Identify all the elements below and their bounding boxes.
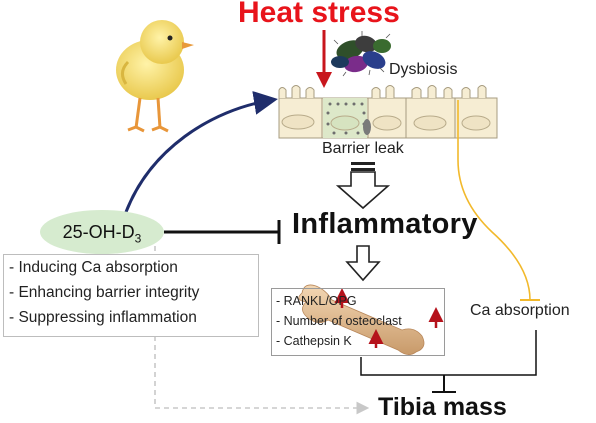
ca-absorption-label: Ca absorption [470, 302, 570, 319]
vitamin-d-prefix: 25-OH-D [62, 222, 135, 242]
inflammatory-to-bone-arrow [345, 245, 381, 282]
heat-stress-label: Heat stress [238, 0, 400, 29]
heat-stress-arrowhead [316, 72, 332, 88]
vitd-to-barrier-arrow [124, 91, 278, 213]
vitamin-d-node: 25-OH-D3 [40, 210, 164, 254]
bone-markers-box: - RANKL/OPG - Number of osteoclast - Cat… [271, 288, 445, 356]
barrier-leak-label: Barrier leak [322, 140, 404, 157]
bone-illustration [298, 284, 425, 355]
marker-item: - RANKL/OPG [276, 294, 357, 308]
barrier-to-inflammatory-arrow [335, 162, 391, 210]
marker-item: - Cathepsin K [276, 334, 352, 348]
tibia-mass-label: Tibia mass [378, 393, 507, 421]
vitamin-d-effects-box: - Inducing Ca absorption - Enhancing bar… [3, 254, 259, 337]
effect-item: - Enhancing barrier integrity [9, 284, 200, 301]
to-tibia-connector [360, 330, 537, 376]
dysbiosis-label: Dysbiosis [389, 61, 458, 78]
inflammatory-label: Inflammatory [292, 208, 478, 240]
vitamin-d-subscript: 3 [134, 231, 142, 246]
effect-item: - Inducing Ca absorption [9, 259, 178, 276]
vitamin-d-label: 25-OH-D3 [40, 222, 164, 246]
microbe-cluster [331, 31, 391, 77]
heat-ca-inhibition-line [457, 100, 531, 301]
chick-illustration [116, 20, 194, 133]
intestinal-epithelium [278, 85, 498, 139]
effect-item: - Suppressing inflammation [9, 309, 197, 326]
marker-item: - Number of osteoclast [276, 314, 402, 328]
